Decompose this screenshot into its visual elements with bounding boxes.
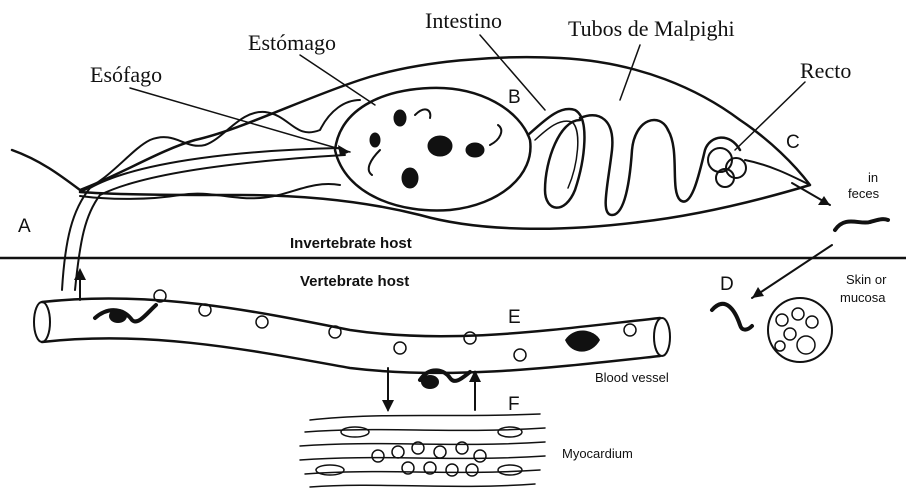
skin-arrow: [752, 245, 832, 298]
label-a: A: [18, 216, 31, 237]
label-b: B: [508, 87, 521, 108]
label-intestino: Intestino: [425, 8, 502, 33]
esofago-leader: [130, 88, 350, 152]
label-tubos-malpighi: Tubos de Malpighi: [568, 16, 735, 41]
infected-cell: [712, 298, 832, 362]
label-recto: Recto: [800, 58, 851, 83]
label-blood-vessel: Blood vessel: [595, 370, 669, 385]
label-e: E: [508, 307, 521, 328]
stomach-parasites: [369, 109, 502, 188]
label-d: D: [720, 274, 734, 295]
label-f: F: [508, 394, 520, 415]
label-feces: feces: [848, 186, 880, 201]
tubos-leader: [620, 45, 640, 100]
label-estomago: Estómago: [248, 30, 336, 55]
label-myocardium: Myocardium: [562, 446, 633, 461]
tissue-arrows: [382, 368, 481, 412]
label-vertebrate-host: Vertebrate host: [300, 273, 409, 290]
label-skin: Skin or: [846, 272, 887, 287]
label-c: C: [786, 132, 800, 153]
myocardium-tissue: [300, 414, 545, 487]
blood-vessel: [34, 290, 670, 373]
insect-gut: [12, 57, 810, 290]
label-mucosa: mucosa: [840, 290, 886, 305]
label-esofago: Esófago: [90, 62, 162, 87]
label-invertebrate-host: Invertebrate host: [290, 235, 412, 252]
label-in: in: [868, 170, 878, 185]
